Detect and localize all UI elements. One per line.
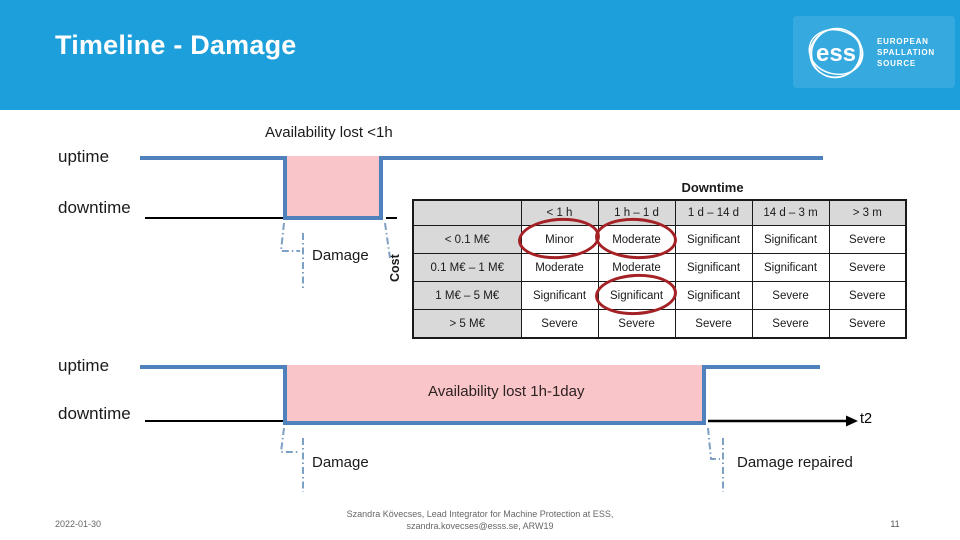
ess-logo-line1: EUROPEAN bbox=[877, 37, 929, 46]
risk-table-cell: Significant bbox=[520, 281, 599, 310]
risk-table-cell: Significant bbox=[751, 225, 830, 254]
risk-table-cell: Severe bbox=[828, 253, 907, 282]
risk-table-row-header: 0.1 M€ – 1 M€ bbox=[412, 253, 522, 282]
risk-table-row-header: > 5 M€ bbox=[412, 309, 522, 339]
risk-table-row-header: < 0.1 M€ bbox=[412, 225, 522, 254]
risk-table-cell: Severe bbox=[674, 309, 753, 339]
ess-logo-line3: SOURCE bbox=[877, 59, 917, 68]
downtime-line-1-right-stub bbox=[386, 217, 397, 219]
risk-table-row-header: 1 M€ – 5 M€ bbox=[412, 281, 522, 310]
footer-credit: Szandra Kövecses, Lead Integrator for Ma… bbox=[0, 508, 960, 532]
downtime-label-1: downtime bbox=[58, 198, 131, 217]
risk-table-cell: Moderate bbox=[520, 253, 599, 282]
footer-date: 2022-01-30 bbox=[55, 519, 102, 529]
risk-table-col-header: 1 d – 14 d bbox=[674, 199, 753, 226]
downtime-line-2 bbox=[145, 420, 283, 422]
risk-table-col-header: < 1 h bbox=[520, 199, 599, 226]
footer-credit-line2: szandra.kovecses@esss.se, ARW19 bbox=[406, 521, 554, 531]
uptime-label-1: uptime bbox=[58, 147, 110, 166]
damage-connector-1-left bbox=[279, 222, 300, 252]
uptime-line-1-left bbox=[140, 156, 283, 160]
risk-table-cell: Moderate bbox=[597, 253, 676, 282]
t2-axis-arrow bbox=[708, 415, 858, 427]
uptime-line-1-right bbox=[383, 156, 823, 160]
t2-axis-label: t2 bbox=[860, 411, 873, 427]
risk-table-cell: Severe bbox=[828, 309, 907, 339]
uptime-label-2: uptime bbox=[58, 356, 110, 375]
ess-logo: ess EUROPEAN SPALLATION SOURCE bbox=[793, 16, 955, 88]
footer-page: 11 bbox=[890, 519, 900, 529]
downtime-label-2: downtime bbox=[58, 404, 131, 423]
ess-logo-text: EUROPEAN SPALLATION SOURCE bbox=[877, 36, 935, 69]
risk-table-cell: Severe bbox=[520, 309, 599, 339]
damage-connector-2-left bbox=[279, 427, 300, 453]
uptime-line-2-right bbox=[706, 365, 820, 369]
availability-label-2: Availability lost 1h-1day bbox=[428, 383, 585, 400]
risk-table-cell: Significant bbox=[751, 253, 830, 282]
ess-logo-ring-icon: ess bbox=[808, 27, 864, 79]
damage-label-1: Damage bbox=[312, 247, 369, 264]
footer-credit-line1: Szandra Kövecses, Lead Integrator for Ma… bbox=[346, 509, 614, 519]
cost-axis-label: Cost bbox=[388, 254, 402, 282]
risk-table-col-header: 14 d – 3 m bbox=[751, 199, 830, 226]
risk-table-cell: Severe bbox=[751, 281, 830, 310]
downtime-pulse-box-1 bbox=[283, 156, 383, 220]
uptime-line-2-left bbox=[140, 365, 283, 369]
damage-label-2: Damage bbox=[312, 454, 369, 471]
risk-table-cell: Severe bbox=[751, 309, 830, 339]
availability-label-1: Availability lost <1h bbox=[265, 124, 393, 141]
risk-table-col-header: 1 h – 1 d bbox=[597, 199, 676, 226]
risk-table-cell: Severe bbox=[828, 225, 907, 254]
downtime-pulse-box-2 bbox=[283, 365, 706, 425]
risk-table-col-header: > 3 m bbox=[828, 199, 907, 226]
repair-connector-2 bbox=[707, 427, 720, 460]
risk-table-cell: Significant bbox=[674, 253, 753, 282]
page-title: Timeline - Damage bbox=[55, 30, 297, 60]
risk-table-cell: Significant bbox=[674, 281, 753, 310]
risk-table-corner-cell bbox=[412, 199, 522, 226]
risk-table-title: Downtime bbox=[681, 180, 744, 195]
risk-table-cell: Moderate bbox=[597, 225, 676, 254]
risk-table-cell: Significant bbox=[674, 225, 753, 254]
risk-table-cell: Minor bbox=[520, 225, 599, 254]
svg-text:ess: ess bbox=[816, 40, 856, 67]
downtime-line-1 bbox=[145, 217, 283, 219]
risk-table-cell: Severe bbox=[597, 309, 676, 339]
risk-table-cell: Significant bbox=[597, 281, 676, 310]
ess-logo-line2: SPALLATION bbox=[877, 48, 935, 57]
damage-repaired-label: Damage repaired bbox=[737, 454, 853, 471]
risk-table-cell: Severe bbox=[828, 281, 907, 310]
